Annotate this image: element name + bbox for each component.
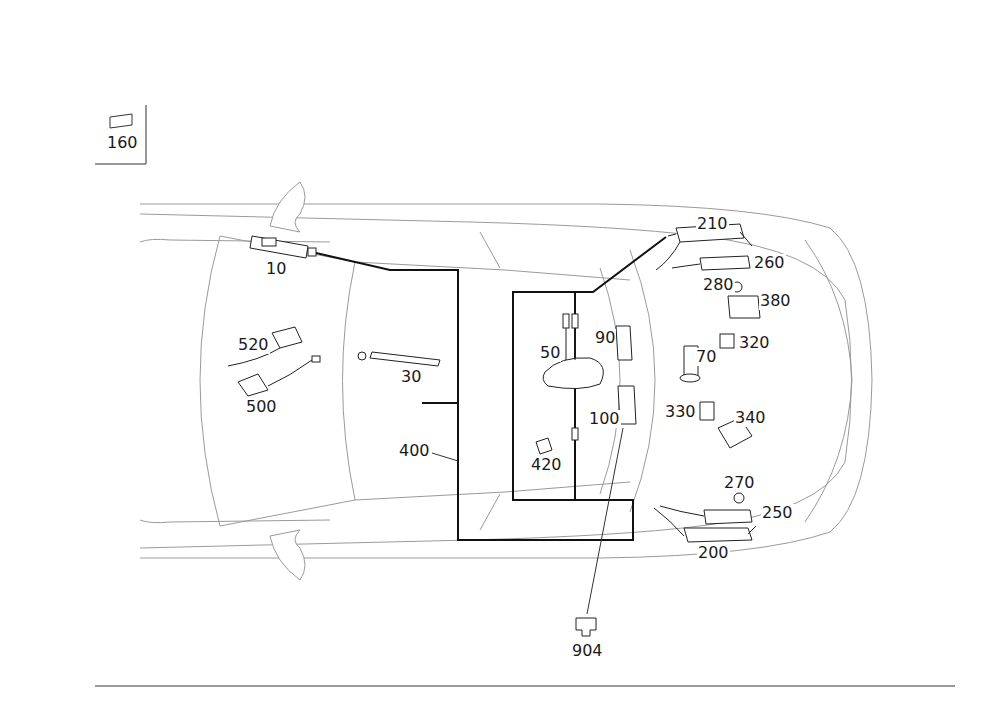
callout-number: 500 bbox=[245, 398, 278, 416]
callout-number: 260 bbox=[753, 254, 786, 272]
callout-number: 100 bbox=[588, 410, 621, 428]
callout-number: 70 bbox=[695, 348, 717, 366]
callout-number: 160 bbox=[106, 134, 139, 152]
callout-number: 904 bbox=[571, 642, 604, 660]
callout-number: 30 bbox=[400, 368, 422, 386]
callout-number: 10 bbox=[265, 260, 287, 278]
callout-number: 380 bbox=[759, 292, 792, 310]
callout-number: 250 bbox=[761, 504, 794, 522]
callout-number: 340 bbox=[734, 409, 767, 427]
callout-number: 320 bbox=[738, 334, 771, 352]
callout-number: 270 bbox=[723, 474, 756, 492]
callout-number: 200 bbox=[697, 544, 730, 562]
callout-number: 330 bbox=[664, 403, 697, 421]
callout-number: 400 bbox=[398, 442, 431, 460]
callout-number: 210 bbox=[696, 215, 729, 233]
callout-number: 50 bbox=[539, 344, 561, 362]
callout-number: 90 bbox=[594, 329, 616, 347]
callout-number: 520 bbox=[237, 336, 270, 354]
callout-number: 420 bbox=[530, 456, 563, 474]
callout-number: 280 bbox=[702, 276, 735, 294]
